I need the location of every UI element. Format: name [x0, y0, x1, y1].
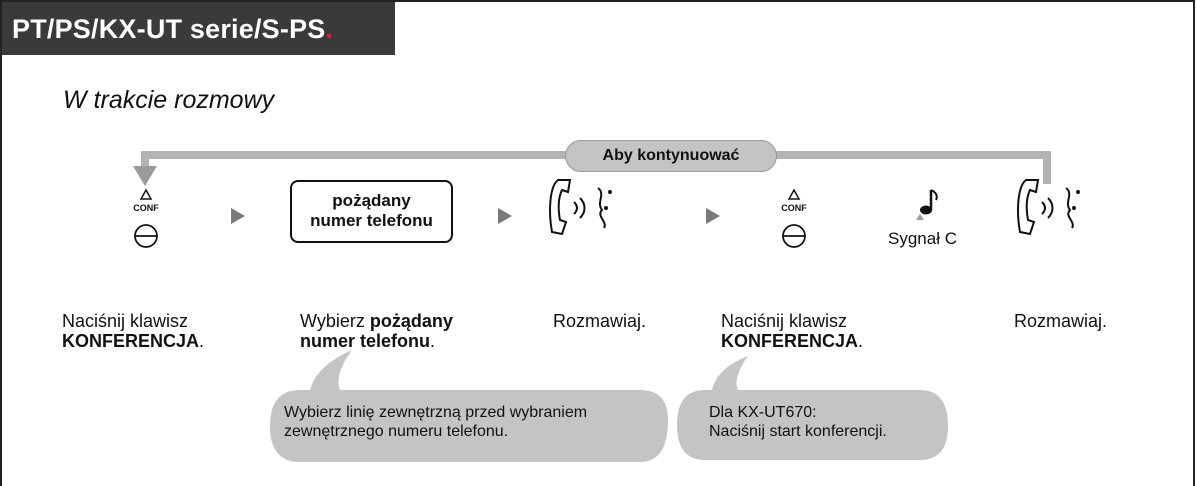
conf-key-label: CONF — [133, 203, 159, 213]
arrow-right-icon — [231, 208, 245, 224]
desired-number-line2: numer telefonu — [310, 211, 433, 230]
step-2-text: Wybierz pożądany numer telefonu. — [300, 311, 453, 351]
continue-label: Aby kontynuować — [565, 140, 777, 172]
header-title: PT/PS/KX-UT serie/S-PS. — [12, 14, 334, 44]
note-external-line: Wybierz linię zewnętrzną przed wybraniem… — [284, 404, 588, 440]
subtitle: W trakcie rozmowy — [63, 86, 275, 114]
step-4-text: Naciśnij klawisz KONFERENCJA. — [721, 311, 864, 351]
conf-key-icon — [134, 188, 158, 248]
music-note-icon — [916, 189, 938, 220]
conf-key-label: CONF — [781, 203, 807, 213]
step-3-text: Rozmawiaj. — [553, 311, 647, 331]
handset-talk-icon — [549, 179, 612, 236]
desired-number-box: pożądany numer telefonu — [290, 180, 453, 243]
step-5-text: Rozmawiaj. — [1014, 311, 1108, 331]
note-kx-ut670: Dla KX-UT670: Naciśnij start konferencji… — [709, 404, 887, 440]
header-tab: PT/PS/KX-UT serie/S-PS. — [2, 2, 395, 55]
desired-number-line1: pożądany — [332, 191, 411, 210]
step-1-text: Naciśnij klawisz KONFERENCJA. — [62, 311, 205, 351]
arrow-right-icon — [706, 208, 720, 224]
handset-talk-icon — [1017, 179, 1080, 236]
conf-key-icon — [782, 188, 806, 248]
tone-label: Sygnał C — [888, 229, 957, 248]
arrow-right-icon — [498, 208, 512, 224]
